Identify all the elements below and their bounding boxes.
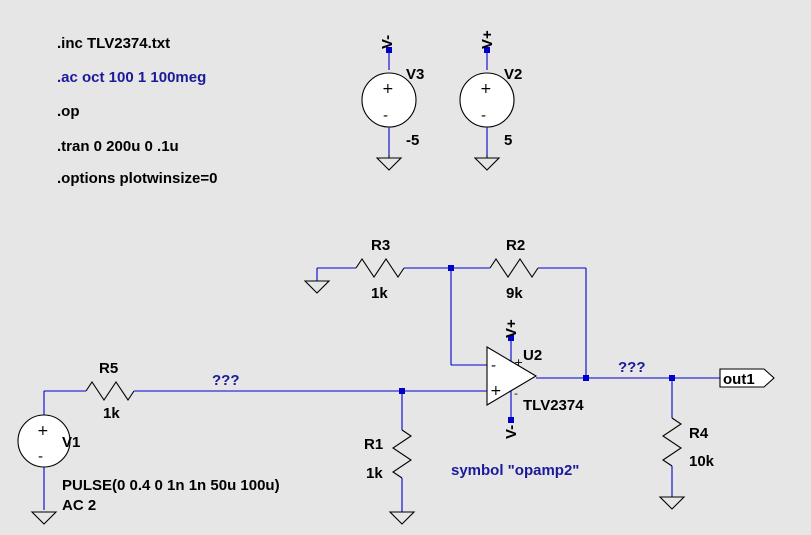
r2-value[interactable]: 9k [506,285,523,302]
opamp-minus-input-sign: - [491,358,496,374]
input-net-label[interactable]: ??? [212,372,240,389]
v2-net-label[interactable]: V+ [479,30,496,49]
out1-label[interactable]: out1 [723,371,755,388]
v3-value[interactable]: -5 [406,132,419,149]
r4-value[interactable]: 10k [689,453,715,470]
spice-directives: .inc TLV2374.txt .ac oct 100 1 100meg .o… [57,35,217,187]
r5-value[interactable]: 1k [103,405,120,422]
v3-minus-sign: - [383,108,388,124]
opamp-plus-input-sign: + [490,383,502,399]
v2-minus-sign: - [481,108,486,124]
r5-resistor[interactable]: R5 1k [44,360,402,422]
r3-name[interactable]: R3 [371,237,390,254]
symbol-comment[interactable]: symbol "opamp2" [451,462,579,479]
v3-ground-icon [375,155,403,171]
directive-options[interactable]: .options plotwinsize=0 [57,170,217,187]
r3-value[interactable]: 1k [371,285,388,302]
v3-top-dot [386,47,392,53]
opamp-u2[interactable]: - + + - V+ V- U2 TLV2374 [486,319,584,439]
r1-value[interactable]: 1k [366,465,383,482]
r1-zigzag-icon [392,429,412,479]
r4-resistor[interactable]: R4 10k [658,375,715,510]
v2-value[interactable]: 5 [504,132,512,149]
r2-name[interactable]: R2 [506,237,525,254]
output-junction-dot [583,375,589,381]
r1-resistor[interactable]: R1 1k [364,391,416,525]
r3-ground-icon [303,268,331,294]
v1-plus-sign: + [37,423,49,439]
r4-name[interactable]: R4 [689,425,709,442]
r1-ground-icon [388,511,416,525]
v2-source[interactable]: V+ + - V2 5 [459,30,522,171]
r2-resistor[interactable]: R2 9k [451,237,587,378]
opamp-name[interactable]: U2 [523,347,542,364]
directive-tran[interactable]: .tran 0 200u 0 .1u [57,138,179,155]
r5-name[interactable]: R5 [99,360,118,377]
opamp-vminus-label[interactable]: V- [503,425,520,439]
v1-ground-icon [30,511,58,525]
r4-ground-icon [658,496,686,510]
opamp-triangle-icon [486,346,538,406]
opamp-vplus-pin-sign: + [514,356,523,369]
v1-source[interactable]: + - V1 PULSE(0 0.4 0 1n 1n 50u 100u) AC … [17,391,280,525]
directive-ac[interactable]: .ac oct 100 1 100meg [57,69,206,86]
r3-resistor[interactable]: R3 1k [303,237,451,302]
out1-port-flag-icon [719,368,775,388]
opamp-model[interactable]: TLV2374 [523,397,584,414]
v3-plus-sign: + [382,81,394,97]
directive-inc[interactable]: .inc TLV2374.txt [57,35,170,52]
r5-zigzag-icon [85,381,135,401]
v1-pulse-value[interactable]: PULSE(0 0.4 0 1n 1n 50u 100u) [62,477,280,494]
v3-name[interactable]: V3 [406,66,424,83]
r3-zigzag-icon [355,258,405,278]
opamp-vplus-label[interactable]: V+ [503,319,520,338]
r4-zigzag-icon [662,417,682,467]
v2-top-dot [484,47,490,53]
directive-op[interactable]: .op [57,103,80,120]
r2-zigzag-icon [489,258,539,278]
opamp-vminus-pin-sign: - [514,387,518,400]
v2-name[interactable]: V2 [504,66,522,83]
v2-plus-sign: + [480,81,492,97]
v1-name[interactable]: V1 [62,434,80,451]
v3-source[interactable]: V- + - V3 -5 [361,35,424,171]
v1-ac-value[interactable]: AC 2 [62,497,96,514]
v3-net-label[interactable]: V- [379,35,396,49]
output-net-label[interactable]: ??? [618,359,646,376]
opamp-vplus-dot [508,335,514,341]
v1-minus-sign: - [38,449,43,465]
opamp-vminus-dot [508,417,514,423]
r1-name[interactable]: R1 [364,436,383,453]
out1-port[interactable]: out1 [719,368,775,388]
v2-ground-icon [473,155,501,171]
